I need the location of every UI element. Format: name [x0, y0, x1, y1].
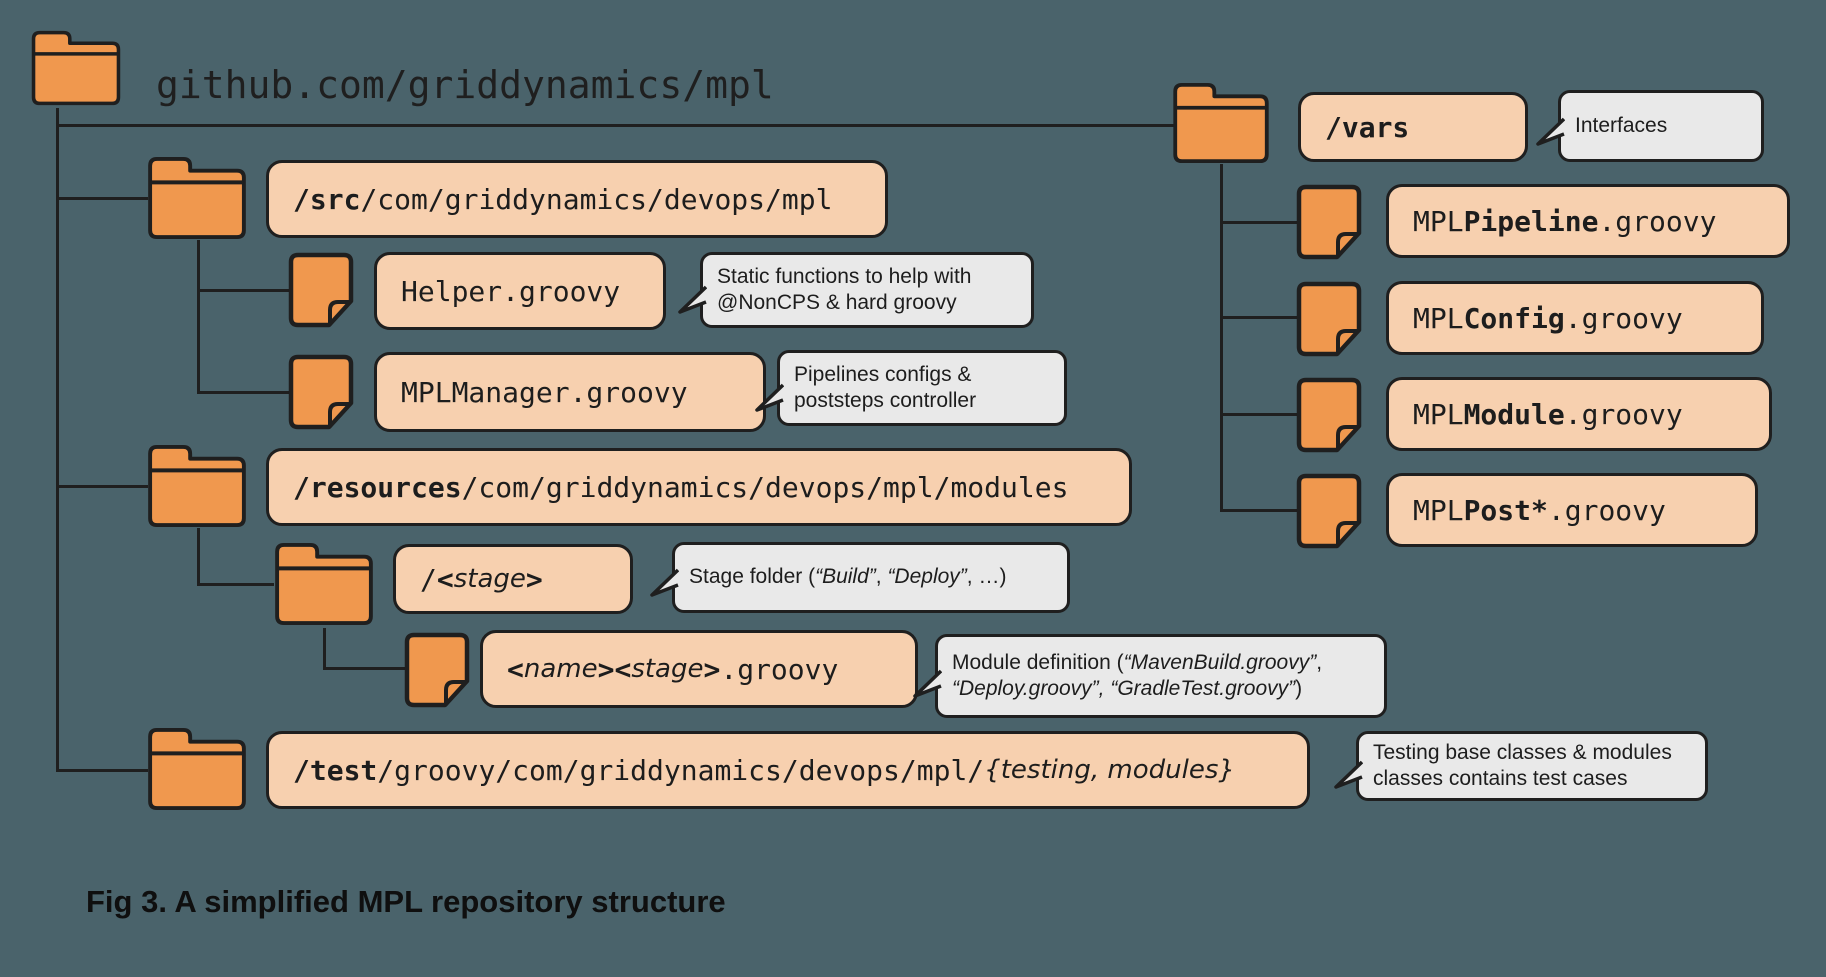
mplpost-file-icon — [1296, 473, 1362, 549]
tree-connector-line — [1220, 164, 1223, 512]
vars-folder-icon — [1170, 82, 1272, 164]
resources-path-box: /resources/com/griddynamics/devops/mpl/m… — [266, 448, 1132, 526]
root-folder-icon — [30, 26, 122, 110]
tree-connector-line — [197, 391, 290, 394]
mplconfig-file-icon — [1296, 281, 1362, 357]
callout-tail — [677, 285, 707, 315]
module-file-box: <name><stage>.groovy — [480, 630, 918, 708]
tree-connector-line — [56, 124, 1174, 127]
helper-file-box: Helper.groovy — [374, 252, 666, 330]
src-folder-icon — [146, 156, 248, 240]
resources-folder-icon — [146, 444, 248, 528]
src-path-box: /src/com/griddynamics/devops/mpl — [266, 160, 888, 238]
callout-tail — [754, 383, 784, 413]
stage-folder-icon — [272, 542, 376, 626]
tree-connector-line — [56, 197, 148, 200]
module-file-icon — [404, 632, 470, 708]
callout-tail — [649, 568, 679, 598]
stage-path-box: /<stage> — [393, 544, 633, 614]
figure-caption: Fig 3. A simplified MPL repository struc… — [86, 884, 726, 919]
test-path-box: /test/groovy/com/griddynamics/devops/mpl… — [266, 731, 1310, 809]
mplmodule-file-icon — [1296, 377, 1362, 453]
tree-connector-line — [197, 289, 290, 292]
tree-connector-line — [56, 769, 148, 772]
tree-connector-line — [1220, 221, 1298, 224]
tree-connector-line — [56, 485, 148, 488]
stage-callout: Stage folder (“Build”, “Deploy”, …) — [672, 542, 1070, 613]
tree-connector-line — [56, 108, 59, 772]
tree-connector-line — [197, 583, 274, 586]
tree-connector-line — [323, 628, 326, 670]
tree-connector-line — [323, 667, 406, 670]
mplmanager-file-icon — [288, 354, 354, 430]
test-callout: Testing base classes & modules classes c… — [1356, 731, 1708, 801]
tree-connector-line — [197, 240, 200, 394]
repo-title: github.com/griddynamics/mpl — [156, 63, 774, 107]
callout-tail — [912, 669, 942, 699]
tree-connector-line — [1220, 413, 1298, 416]
mplmanager-callout: Pipelines configs & poststeps controller — [777, 350, 1067, 426]
mplpipeline-file-icon — [1296, 184, 1362, 260]
callout-tail — [1333, 760, 1363, 790]
module-definition-callout: Module definition (“MavenBuild.groovy”, … — [935, 634, 1387, 718]
vars-path-box: /vars — [1298, 92, 1528, 162]
interfaces-callout: Interfaces — [1558, 90, 1764, 162]
mplmanager-file-box: MPLManager.groovy — [374, 352, 766, 432]
test-folder-icon — [146, 727, 248, 811]
tree-connector-line — [1220, 509, 1298, 512]
helper-callout: Static functions to help with @NonCPS & … — [700, 252, 1034, 328]
helper-file-icon — [288, 252, 354, 328]
callout-tail — [1535, 117, 1565, 147]
tree-connector-line — [1220, 316, 1298, 319]
tree-connector-line — [197, 528, 200, 586]
